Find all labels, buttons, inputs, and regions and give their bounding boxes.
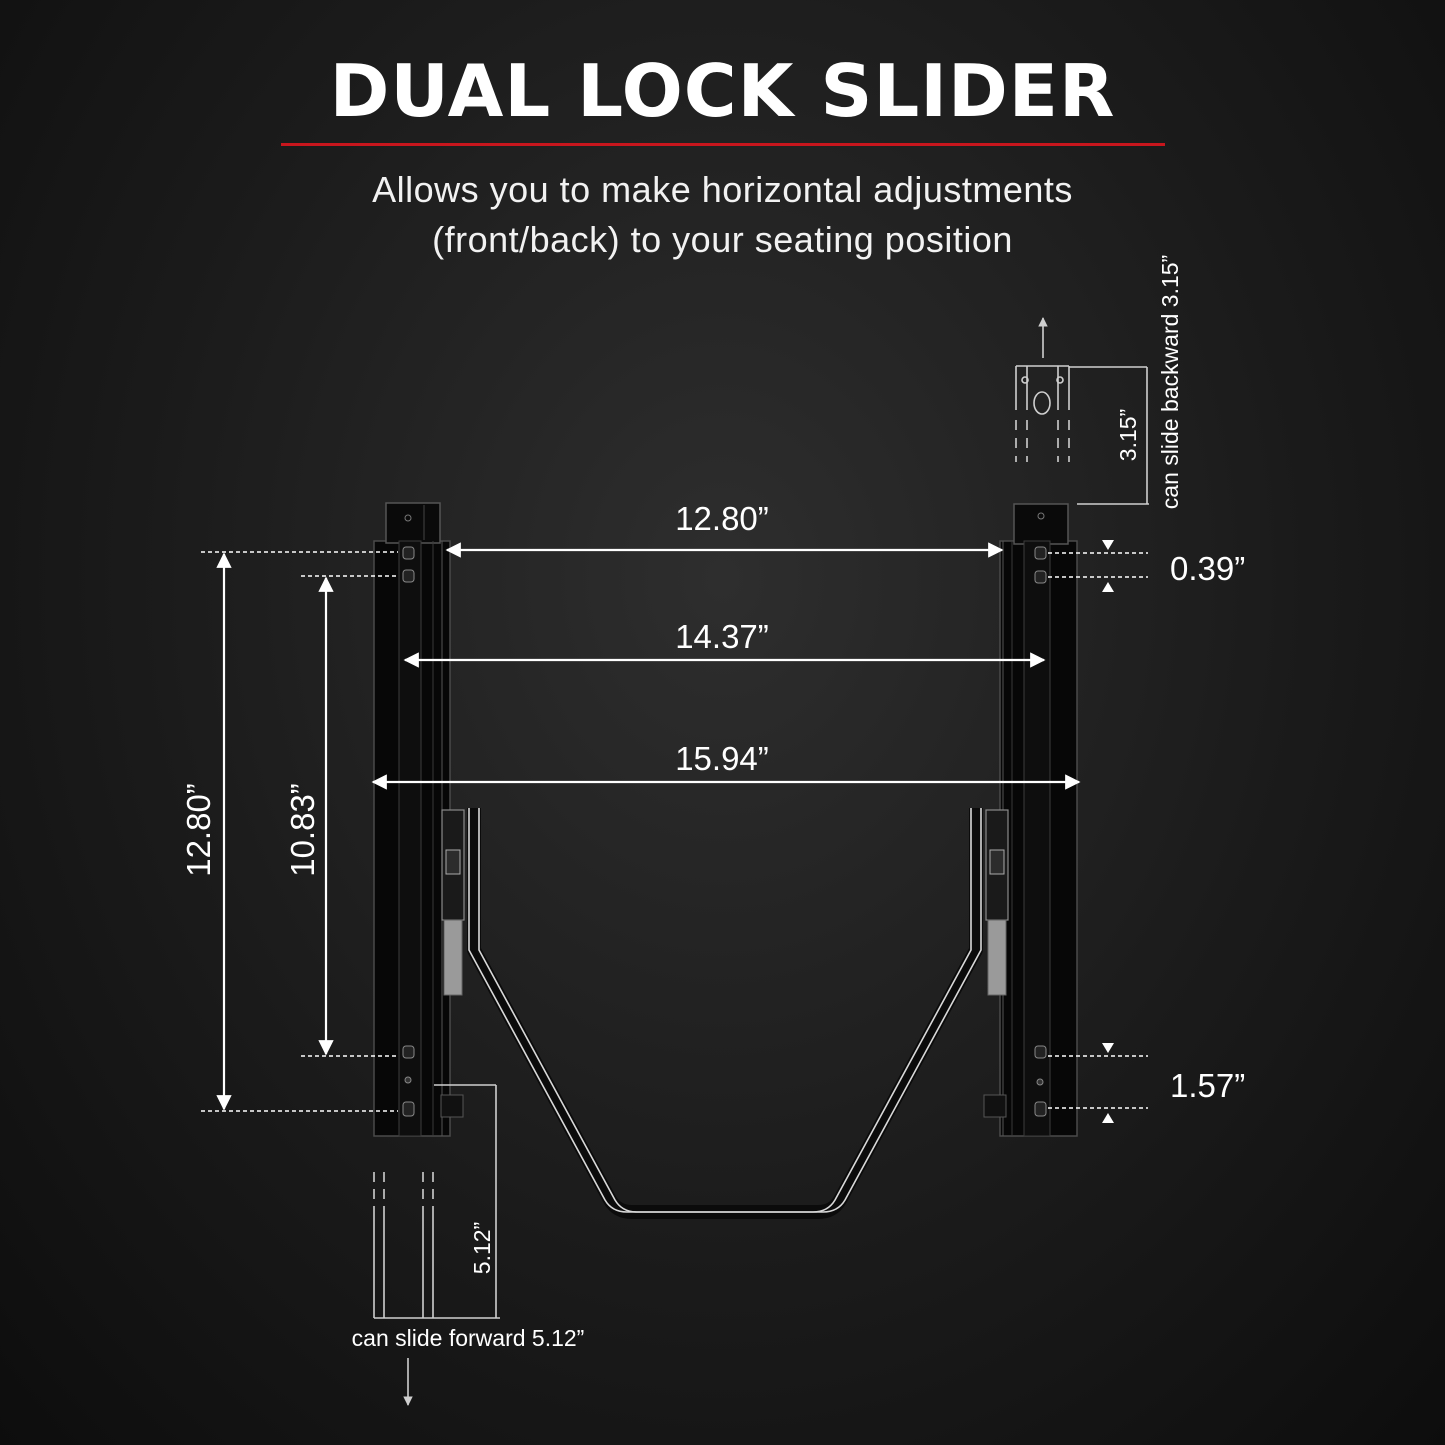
backward-travel-inset bbox=[1015, 317, 1149, 505]
width-dimensions: 12.80” 14.37” 15.94” bbox=[371, 500, 1081, 790]
backward-travel-note: can slide backward 3.15” bbox=[1157, 255, 1183, 509]
bottom-hole-gap-label: 1.57” bbox=[1170, 1067, 1245, 1104]
right-rail bbox=[983, 503, 1078, 1137]
hole-span-label: 10.83” bbox=[284, 783, 321, 877]
left-rail bbox=[373, 502, 465, 1137]
forward-travel-label: 5.12” bbox=[469, 1222, 495, 1274]
outer-width-label: 15.94” bbox=[675, 740, 769, 777]
backward-travel-label: 3.15” bbox=[1115, 409, 1141, 461]
forward-travel-inset bbox=[373, 1084, 500, 1406]
mid-width-label: 14.37” bbox=[675, 618, 769, 655]
forward-travel-note: can slide forward 5.12” bbox=[352, 1325, 585, 1351]
top-hole-gap-label: 0.39” bbox=[1170, 550, 1245, 587]
subtitle-line-2: (front/back) to your seating position bbox=[432, 219, 1013, 260]
length-dimensions: 12.80” 10.83” bbox=[180, 551, 398, 1112]
total-length-label: 12.80” bbox=[180, 783, 217, 877]
hole-gap-dimensions: 0.39” 1.57” bbox=[1048, 540, 1245, 1123]
release-bar bbox=[467, 808, 983, 1219]
subtitle-line-1: Allows you to make horizontal adjustment… bbox=[372, 169, 1073, 210]
title-underline bbox=[281, 143, 1165, 146]
inner-width-label: 12.80” bbox=[675, 500, 769, 537]
page-title: DUAL LOCK SLIDER bbox=[329, 49, 1116, 133]
